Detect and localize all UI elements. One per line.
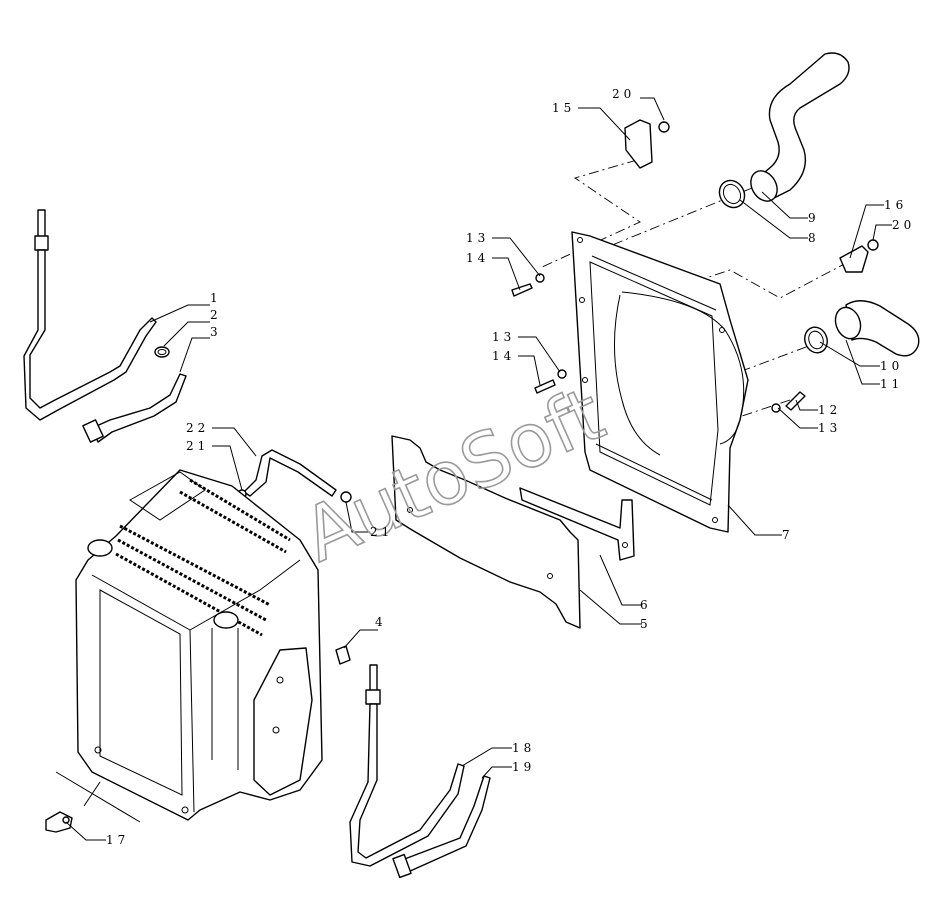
callout-8: 8: [808, 231, 820, 245]
callout-17: 17: [106, 833, 129, 847]
callout-11: 11: [880, 377, 903, 391]
radiator-assembly: [75, 469, 323, 821]
callout-16: 16: [884, 198, 907, 212]
callout-1: 1: [210, 291, 222, 305]
callout-13-top: 13: [466, 231, 489, 245]
callout-3: 3: [210, 325, 222, 339]
upper-left-coolant-hose: [23, 209, 187, 443]
callout-6: 6: [640, 598, 652, 612]
callout-2: 2: [210, 308, 222, 322]
callout-20-right: 20: [892, 218, 915, 232]
lower-coolant-hoses: [349, 664, 491, 879]
lower-radiator-hose: [804, 300, 920, 357]
callout-12: 12: [818, 403, 841, 417]
upper-radiator-hose: [718, 52, 850, 209]
callout-19: 19: [512, 760, 535, 774]
callout-14-top: 14: [466, 251, 489, 265]
mounting-brackets: [624, 119, 879, 273]
callout-10: 10: [880, 359, 903, 373]
callout-7: 7: [782, 528, 794, 542]
side-plates: [391, 435, 635, 629]
callout-labels: 1 2 3 4 5 6 7 8 9 10 11 12 13 13 13 14 1…: [106, 87, 915, 847]
callout-9: 9: [808, 211, 820, 225]
callout-15: 15: [552, 101, 575, 115]
callout-20-top: 20: [612, 87, 635, 101]
temperature-sensor: [335, 645, 351, 665]
callout-13-right: 13: [818, 421, 841, 435]
drain-cock: [45, 771, 141, 833]
callout-5: 5: [640, 617, 652, 631]
callout-21-right: 21: [370, 525, 393, 539]
fan-shroud: [571, 231, 749, 533]
callout-14-middle: 14: [492, 349, 515, 363]
leader-lines: [65, 97, 892, 841]
callout-4: 4: [375, 615, 387, 629]
callout-22: 22: [186, 421, 209, 435]
callout-21-left: 21: [186, 439, 209, 453]
callout-13-middle: 13: [492, 330, 515, 344]
callout-18: 18: [512, 741, 535, 755]
